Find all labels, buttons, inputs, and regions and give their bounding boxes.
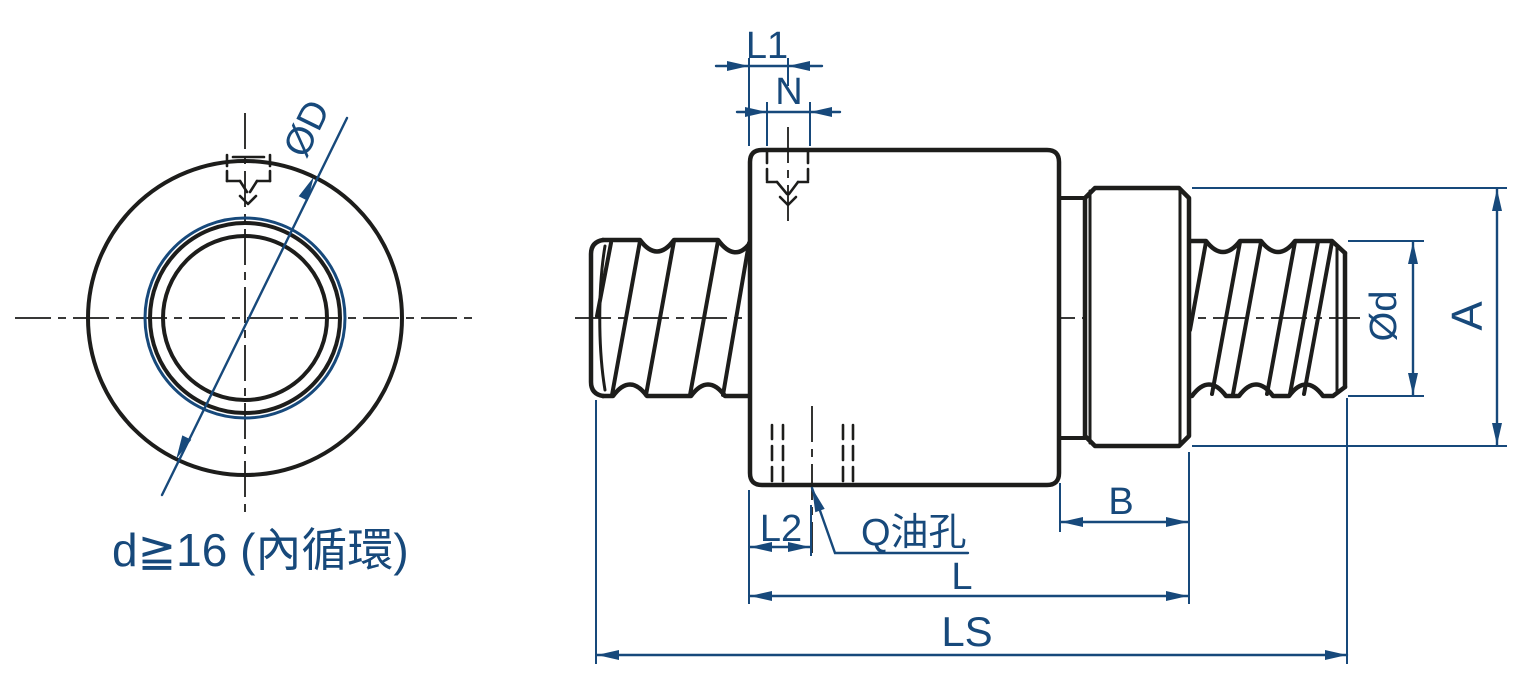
L1-arrow-left	[727, 61, 749, 71]
phi-d-label: Ød	[1363, 291, 1405, 342]
front-view: ØD d≧16 (內循環)	[15, 94, 472, 576]
screw-right-segment	[1187, 238, 1348, 399]
dim-L: L	[748, 556, 1190, 601]
A-arrow-top	[1492, 189, 1502, 211]
bore-shoulder-circle	[148, 221, 342, 415]
side-oil-pocket-hidden	[765, 127, 810, 222]
dim-phi-D: ØD	[160, 94, 349, 497]
phi-d-arrow-bottom	[1408, 373, 1418, 395]
screw-left-end-chamfer	[598, 244, 607, 392]
L1-arrow-right	[788, 61, 810, 71]
dim-N: N	[735, 71, 842, 146]
oil-hole-label: Q油孔	[861, 512, 967, 554]
L-arrow-left	[750, 591, 772, 601]
B-extension-lines	[1059, 452, 1190, 604]
pocket-side-walls	[765, 150, 810, 184]
bore-circle	[161, 234, 329, 402]
phi-D-arrow-upper	[298, 176, 314, 201]
phi-D-dimension-line	[160, 116, 349, 497]
oil-hole-hidden-lines	[770, 423, 855, 487]
dim-LS: LS	[595, 398, 1349, 664]
LS-label: LS	[941, 608, 992, 655]
A-arrow-bottom	[1492, 423, 1502, 445]
L-arrow-right	[1166, 591, 1188, 601]
L-label: L	[951, 556, 972, 598]
N-label: N	[775, 71, 802, 113]
screw-left-top-edge	[600, 237, 753, 255]
screw-left-bottom-edge	[600, 382, 753, 399]
B-arrow-left	[1061, 517, 1083, 527]
nut-body	[747, 147, 1062, 488]
shaft-neck	[1057, 196, 1087, 440]
L2-arrow-right	[788, 542, 810, 552]
dim-L2: L2	[748, 490, 812, 604]
side-view: L1 N Ød A	[575, 25, 1507, 664]
collar	[1082, 185, 1192, 449]
screw-right-thread-flanks	[1188, 240, 1334, 396]
dim-B: B	[1059, 452, 1190, 604]
LS-arrow-right	[1325, 650, 1347, 660]
B-label: B	[1108, 481, 1133, 523]
N-extension-lines	[766, 102, 811, 146]
screw-right-top-edge	[1187, 238, 1348, 256]
L2-label: L2	[760, 508, 802, 550]
B-arrow-right	[1166, 517, 1188, 527]
front-view-caption: d≧16 (內循環)	[112, 524, 409, 576]
N-arrow-left	[745, 107, 767, 117]
screw-right-bottom-edge	[1187, 382, 1348, 399]
phi-D-arrow-lower	[176, 435, 192, 460]
phi-d-arrow-top	[1408, 242, 1418, 264]
screw-left-segment	[588, 237, 753, 399]
N-arrow-right	[810, 107, 832, 117]
LS-arrow-left	[597, 650, 619, 660]
phi-d-extension-lines	[1348, 240, 1424, 397]
A-extension-lines	[1192, 187, 1507, 447]
dim-A: A	[1192, 187, 1507, 447]
screw-left-end-cap	[588, 237, 606, 399]
oil-hole-leader-arrow	[812, 488, 825, 513]
oil-hole-callout: Q油孔	[810, 486, 970, 555]
dim-L1: L1	[714, 25, 824, 146]
pocket-cone	[775, 180, 800, 196]
L1-extension-lines	[748, 58, 789, 146]
L2-arrow-left	[750, 542, 772, 552]
screw-left-thread-flanks	[595, 239, 751, 397]
dim-phi-d: Ød	[1348, 240, 1424, 397]
LS-extension-lines	[595, 398, 1348, 664]
front-oil-pocket	[225, 153, 272, 206]
nut-outer-circle	[86, 159, 404, 477]
collar-chamfer-lines	[1088, 188, 1182, 446]
collar-body	[1082, 185, 1192, 449]
A-label: A	[1443, 301, 1492, 331]
ball-track-circle	[143, 216, 347, 420]
L1-label: L1	[746, 25, 788, 67]
